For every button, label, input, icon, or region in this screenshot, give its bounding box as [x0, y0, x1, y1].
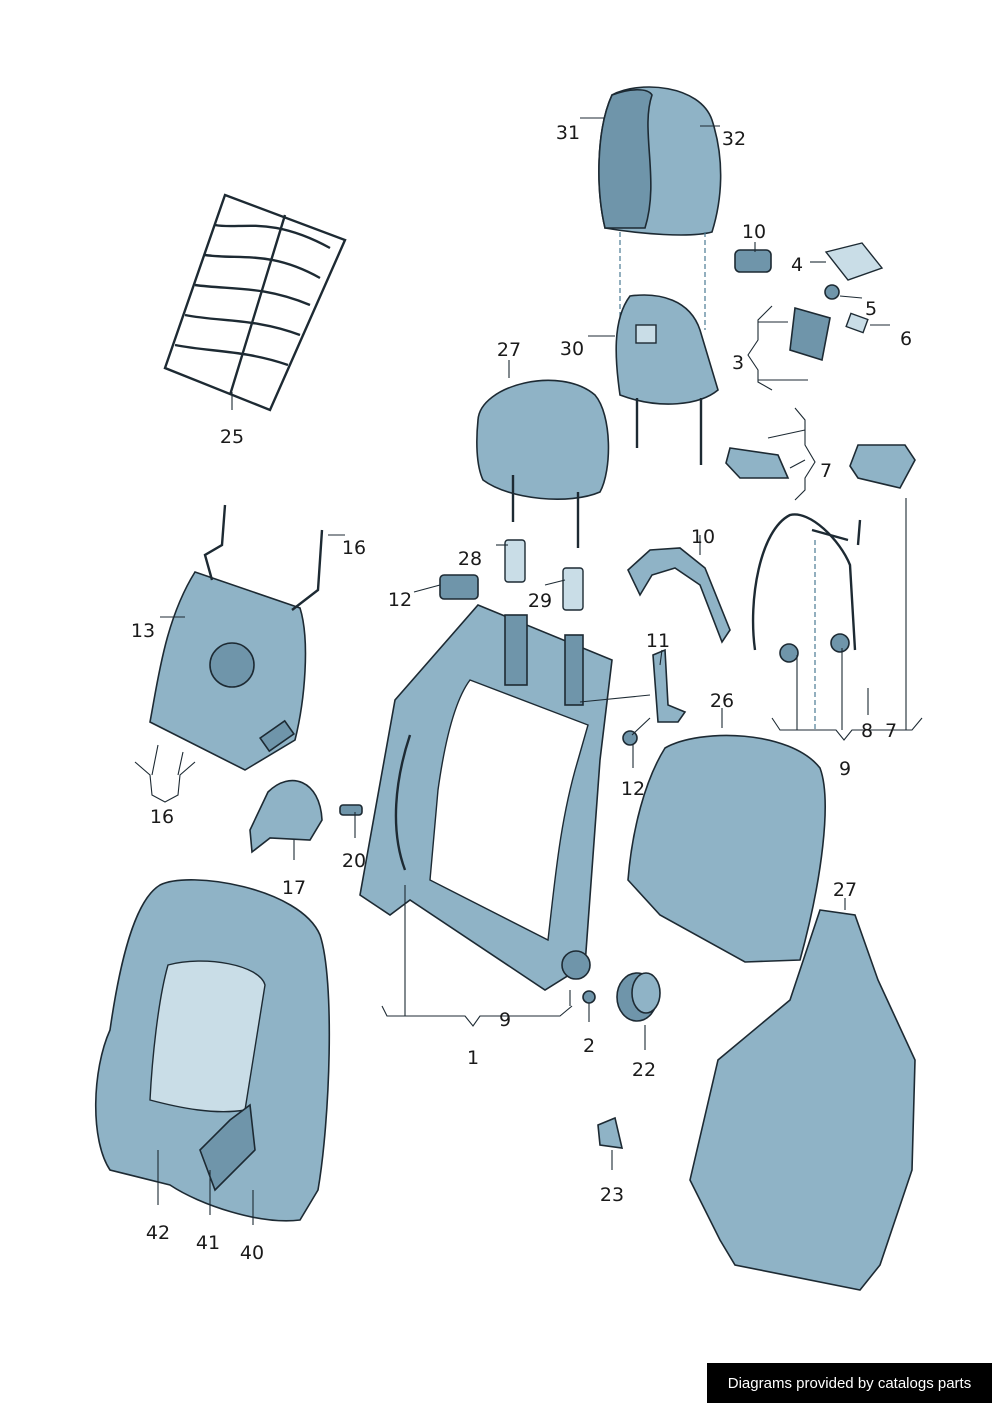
guide-29: [562, 567, 584, 611]
part-label-6: 6: [899, 328, 913, 350]
part-label-7-lower: 7: [884, 720, 898, 742]
part-label-40: 40: [239, 1242, 265, 1264]
nut-6: [845, 312, 869, 334]
release-cables: [751, 513, 862, 663]
spring-mat: [163, 193, 347, 412]
part-label-1: 1: [466, 1047, 480, 1069]
part-label-3: 3: [731, 352, 745, 374]
credit-banner: Diagrams provided by catalogs parts: [707, 1363, 992, 1403]
part-label-2: 2: [582, 1035, 596, 1057]
clip-23: [597, 1116, 624, 1149]
part-label-5: 5: [864, 298, 878, 320]
part-label-14: 12: [387, 589, 413, 611]
bolt-13: [622, 730, 638, 746]
part-label-8: 8: [860, 720, 874, 742]
leader-lines: [134, 117, 923, 1225]
rear-trim-26: [689, 909, 916, 1291]
actuator-7: [725, 447, 790, 479]
bracket-11: [627, 547, 731, 644]
hinge-7: [849, 444, 916, 489]
lock-14: [439, 574, 479, 600]
part-label-20: 17: [281, 877, 307, 899]
screw-21: [339, 804, 363, 816]
part-label-29: 29: [527, 590, 553, 612]
part-label-17: 25: [219, 426, 245, 448]
bracket-12: [652, 648, 687, 723]
part-label-23: 23: [599, 1184, 625, 1206]
part-label-10: 10: [741, 221, 767, 243]
screw-2: [582, 990, 596, 1004]
part-label-16-upper: 16: [341, 537, 367, 559]
headrest-cover: [598, 86, 722, 236]
part-label-16-lower: 16: [149, 806, 175, 828]
trim-4: [824, 242, 884, 281]
release-3: [789, 306, 831, 362]
part-label-13: 12: [620, 778, 646, 800]
part-label-25: 26: [709, 690, 735, 712]
headrest-frame: [615, 294, 719, 465]
part-label-27: 27: [496, 339, 522, 361]
lumbar-support: [149, 504, 324, 771]
back-panel-25: [627, 734, 826, 963]
part-label-9-right: 9: [838, 758, 852, 780]
screw-5: [824, 284, 840, 300]
part-label-22: 22: [631, 1059, 657, 1081]
part-label-26: 27: [832, 879, 858, 901]
handwheel-22: [616, 972, 661, 1022]
backrest-cushion: [94, 879, 331, 1222]
switch-10: [734, 249, 772, 273]
guide-28: [504, 539, 526, 583]
cover-20: [249, 779, 323, 854]
backrest-frame: [359, 604, 613, 991]
part-label-31: 31: [555, 122, 581, 144]
part-label-7-upper: 7: [819, 460, 833, 482]
part-label-9-left: 9: [498, 1009, 512, 1031]
part-label-15: 13: [130, 620, 156, 642]
part-label-4: 4: [790, 254, 804, 276]
part-label-21: 20: [341, 850, 367, 872]
part-label-28: 28: [457, 548, 483, 570]
headrest: [476, 379, 610, 548]
part-label-12: 11: [645, 630, 671, 652]
part-label-30: 30: [559, 338, 585, 360]
part-label-41: 41: [195, 1232, 221, 1254]
part-label-42: 42: [145, 1222, 171, 1244]
part-label-11: 10: [690, 526, 716, 548]
part-label-32: 32: [721, 128, 747, 150]
